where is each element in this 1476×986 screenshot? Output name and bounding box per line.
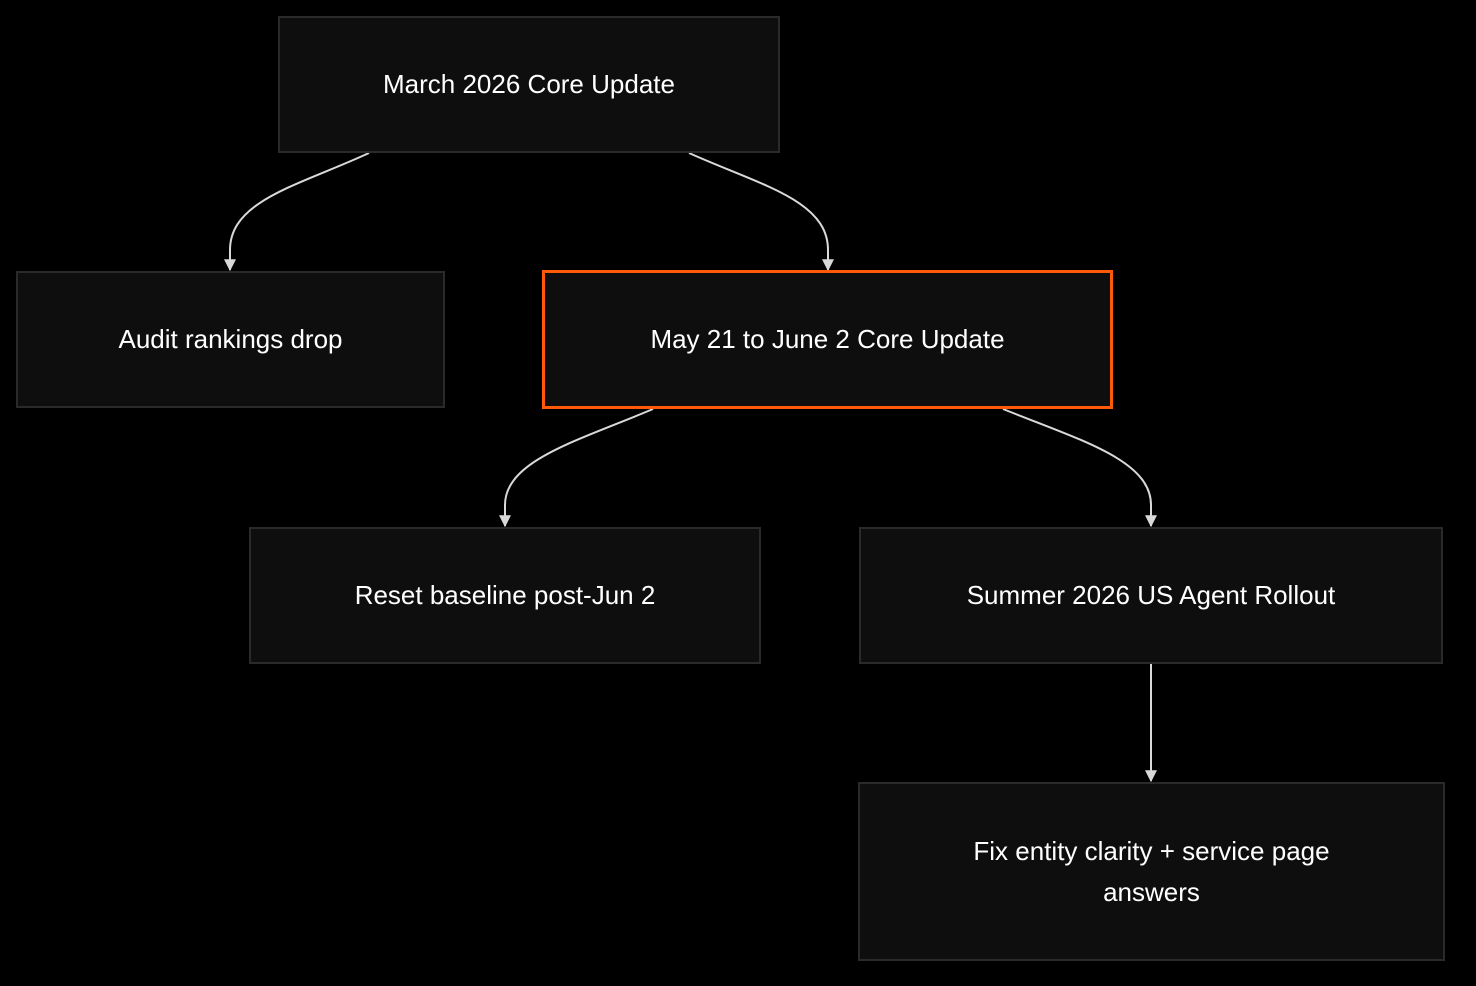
node-label: Audit rankings drop (118, 324, 343, 354)
node-label: Summer 2026 US Agent Rollout (966, 580, 1336, 610)
node-summer-agent-rollout[interactable]: Summer 2026 US Agent Rollout (859, 527, 1443, 664)
node-label: Fix entity clarity + service page answer… (973, 835, 1330, 907)
node-label: May 21 to June 2 Core Update (650, 324, 1005, 354)
node-reset-baseline[interactable]: Reset baseline post-Jun 2 (249, 527, 761, 664)
edge-march-to-may (688, 152, 834, 272)
edge-may-to-reset (499, 408, 654, 528)
edge-march-to-audit (224, 152, 370, 272)
node-audit-rankings-drop[interactable]: Audit rankings drop (16, 271, 445, 408)
node-label: Reset baseline post-Jun 2 (354, 580, 656, 610)
node-label: March 2026 Core Update (383, 69, 675, 99)
edge-may-to-summer (1002, 408, 1157, 528)
node-fix-entity-clarity[interactable]: Fix entity clarity + service page answer… (858, 782, 1445, 961)
node-march-2026-core-update[interactable]: March 2026 Core Update (278, 16, 780, 153)
node-may-june-core-update[interactable]: May 21 to June 2 Core Update (542, 270, 1113, 409)
